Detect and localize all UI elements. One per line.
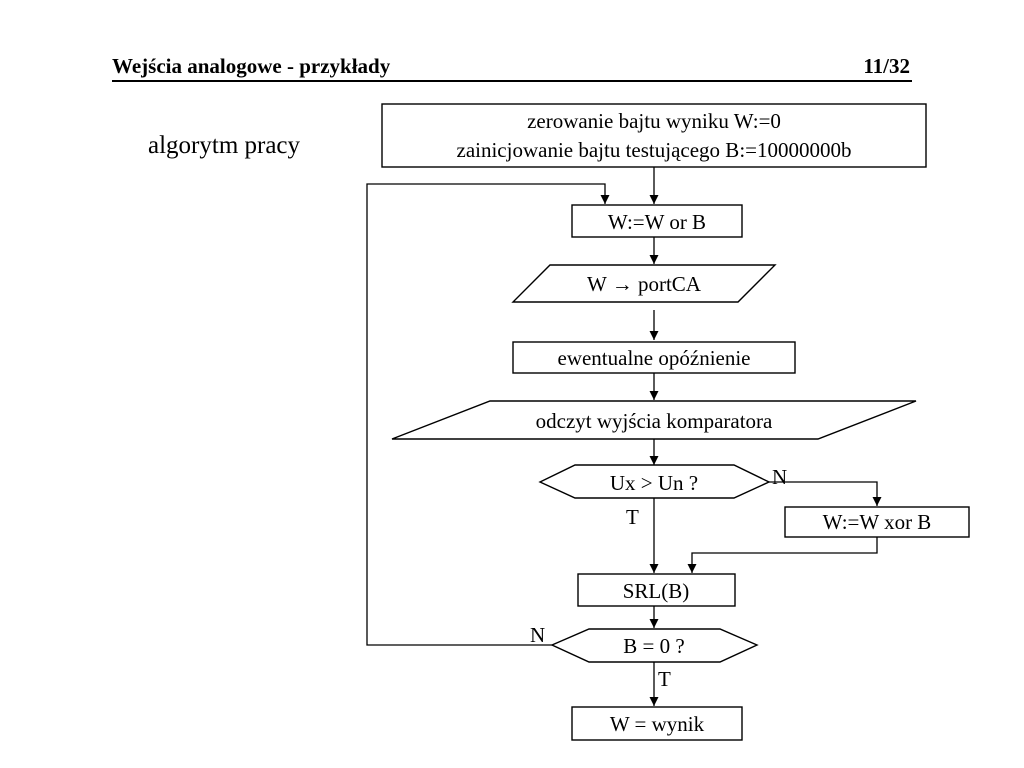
result-step-text: W = wynik [610,712,705,736]
decision1-no-label: N [772,465,787,489]
xor-step-text: W:=W xor B [823,510,932,534]
decision1-hexagon: Ux > Un ? [538,464,771,499]
output-step-text: W → portCA [587,272,702,296]
delay-box: ewentualne opóźnienie [512,341,796,374]
delay-step-text: ewentualne opóźnienie [558,346,751,370]
or-step-box: W:=W or B [571,204,743,238]
init-box: zerowanie bajtu wyniku W:=0 zainicjowani… [381,103,927,168]
decision2-yes-label: T [658,667,671,691]
decision2-text: B = 0 ? [623,634,684,658]
xor-step-box: W:=W xor B [784,506,970,538]
shift-box: SRL(B) [577,573,736,607]
shift-step-text: SRL(B) [623,579,690,603]
arrow-xor-to-shift [687,537,878,573]
algorithm-label: algorytm pracy [148,132,301,159]
slide-title: Wejścia analogowe - przykłady [112,54,391,78]
slide-header: Wejścia analogowe - przykłady 11/32 [112,52,912,82]
output-parallelogram: W → portCA [511,264,777,303]
read-parallelogram: odczyt wyjścia komparatora [391,400,917,440]
decision2-no-label: N [530,623,545,647]
decision1-yes-label: T [626,505,639,529]
init-line1: zerowanie bajtu wyniku W:=0 [527,109,781,133]
arrow-loop-back [366,183,610,646]
decision1-text: Ux > Un ? [610,471,698,495]
page-number: 11/32 [863,54,910,78]
or-step-text: W:=W or B [608,210,706,234]
init-line2: zainicjowanie bajtu testującego B:=10000… [457,138,852,162]
arrow-decision1-no [769,481,882,506]
result-box: W = wynik [571,706,743,741]
decision2-hexagon: B = 0 ? [550,628,759,663]
read-step-text: odczyt wyjścia komparatora [536,409,773,433]
